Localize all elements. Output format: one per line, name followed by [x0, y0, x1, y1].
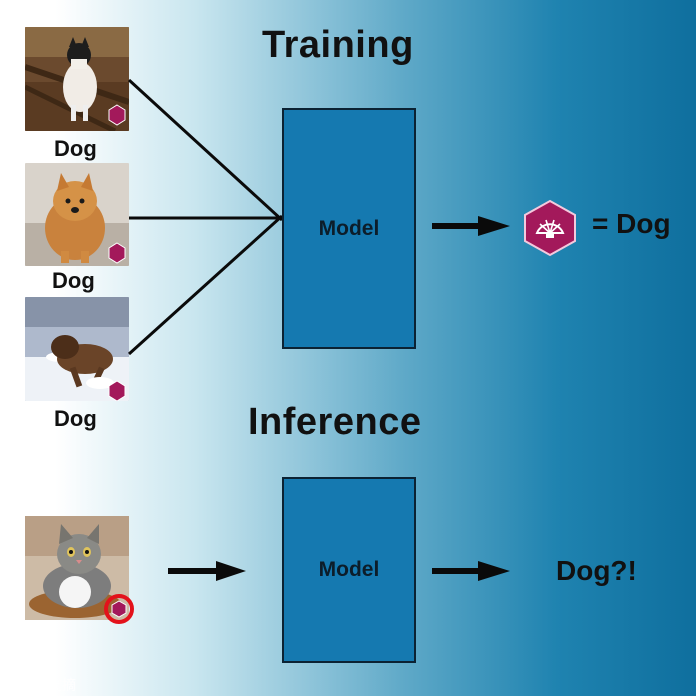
watermark: 大数据文摘 — [6, 678, 76, 694]
dog-photo-icon — [25, 163, 129, 266]
training-title: Training — [262, 24, 414, 66]
training-label-1: Dog — [54, 136, 97, 161]
training-label-2: Dog — [52, 268, 95, 293]
inference-model-box: Model — [282, 477, 416, 663]
training-image-1 — [25, 27, 129, 131]
dog-photo-icon — [25, 297, 129, 401]
connector-line-1 — [127, 78, 284, 222]
connector-line-3 — [127, 214, 284, 356]
inference-model-label: Model — [318, 558, 380, 581]
training-image-3 — [25, 297, 129, 401]
fan-badge-icon — [522, 199, 578, 257]
training-output-text: = Dog — [592, 208, 671, 239]
training-label-3: Dog — [54, 406, 97, 431]
training-model-box: Model — [282, 108, 416, 349]
training-model-label: Model — [318, 216, 380, 240]
training-image-2 — [25, 163, 129, 266]
dog-photo-icon — [25, 27, 129, 131]
inference-output-arrow — [432, 561, 510, 581]
training-output-arrow — [432, 216, 510, 236]
cat-photo-icon — [25, 516, 134, 624]
inference-output-text: Dog?! — [556, 555, 637, 586]
inference-input-arrow — [168, 561, 246, 581]
inference-image — [25, 516, 134, 624]
inference-title: Inference — [248, 401, 422, 443]
